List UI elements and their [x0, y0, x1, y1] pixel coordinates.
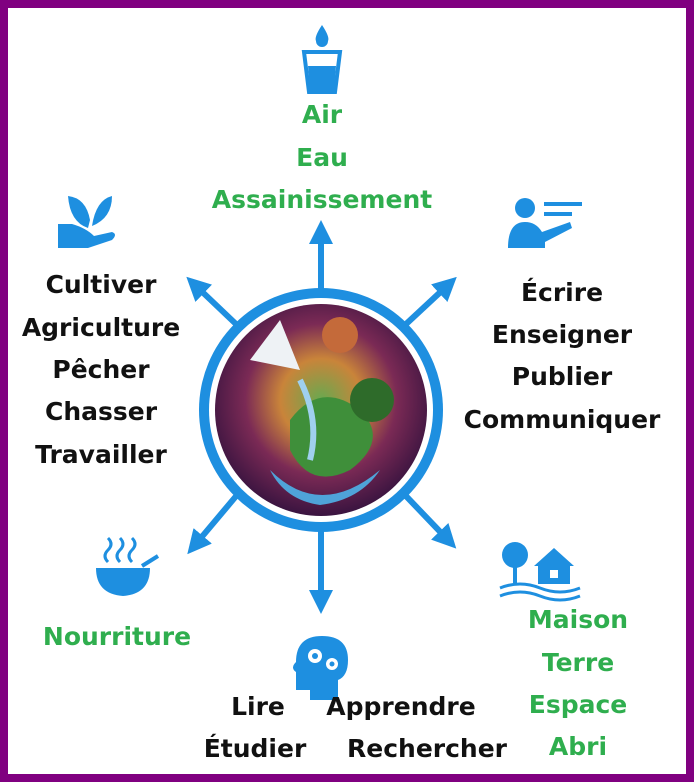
label-agriculture: Agriculture — [21, 313, 181, 342]
label-travailler: Travailler — [35, 440, 167, 469]
label-chasser: Chasser — [44, 397, 158, 426]
label-terre: Terre — [541, 648, 615, 677]
label-eau: Eau — [296, 143, 348, 172]
soup-bowl-icon — [96, 536, 160, 596]
arrow-down-left — [187, 493, 240, 555]
label-ecrire: Écrire — [520, 278, 604, 307]
label-assainissement: Assainissement — [211, 185, 433, 214]
label-communiquer: Communiquer — [463, 405, 661, 434]
label-maison: Maison — [527, 605, 629, 634]
arrows — [186, 220, 457, 614]
arrow-up-right — [402, 276, 457, 328]
arrow-up-left — [186, 276, 240, 328]
earth-painting — [199, 288, 443, 532]
label-lire: Lire — [231, 692, 285, 721]
label-enseigner: Enseigner — [491, 320, 633, 349]
label-publier: Publier — [511, 362, 613, 391]
label-rechercher: Rechercher — [346, 734, 508, 763]
head-gears-icon — [293, 636, 348, 700]
label-apprendre: Apprendre — [326, 692, 476, 721]
label-espace: Espace — [528, 690, 628, 719]
label-etudier: Étudier — [203, 734, 307, 763]
label-air: Air — [301, 100, 343, 129]
arrow-down-right — [402, 492, 457, 549]
label-abri: Abri — [548, 732, 608, 761]
teacher-board-icon — [508, 198, 582, 248]
water-glass-icon — [301, 25, 343, 94]
label-cultiver: Cultiver — [45, 270, 157, 299]
plant-in-hand-icon — [58, 196, 115, 248]
house-tree-icon — [499, 542, 581, 602]
label-pecher: Pêcher — [52, 355, 150, 384]
label-nourriture: Nourriture — [42, 622, 192, 651]
